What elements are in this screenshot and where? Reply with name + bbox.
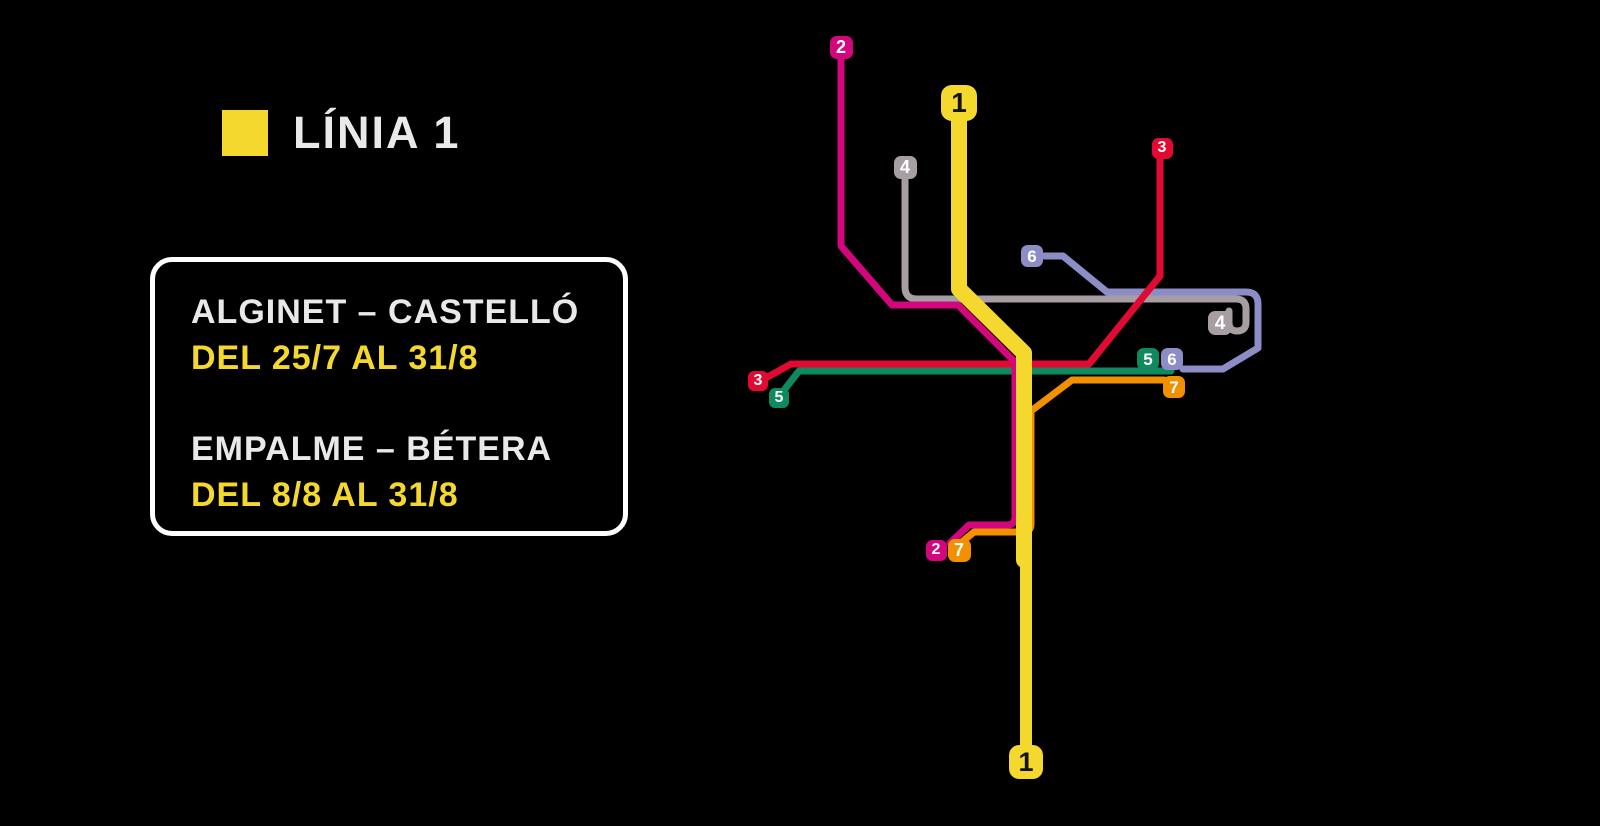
- line-4-path: [901, 174, 1250, 335]
- info-box: ALGINET – CASTELLÓ DEL 25/7 AL 31/8 EMPA…: [150, 257, 628, 536]
- route-section: EMPALME – BÉTERA DEL 8/8 AL 31/8: [191, 426, 607, 518]
- route-dates: DEL 25/7 AL 31/8: [191, 339, 479, 377]
- line-1-path: [951, 108, 1032, 568]
- legend: LÍNIA 1: [222, 110, 460, 156]
- route-name: ALGINET – CASTELLÓ: [191, 293, 580, 331]
- line-2-path: [837, 52, 1019, 547]
- line-6-path: [1040, 252, 1262, 373]
- line-7-path: [953, 376, 1168, 550]
- route-section: ALGINET – CASTELLÓ DEL 25/7 AL 31/8: [191, 289, 607, 381]
- legend-label: LÍNIA 1: [293, 107, 461, 158]
- route-name: EMPALME – BÉTERA: [191, 430, 553, 468]
- line-color-swatch: [222, 110, 268, 156]
- line-3-path: [760, 153, 1164, 383]
- line-5-path: [777, 367, 1175, 398]
- route-dates: DEL 8/8 AL 31/8: [191, 476, 459, 514]
